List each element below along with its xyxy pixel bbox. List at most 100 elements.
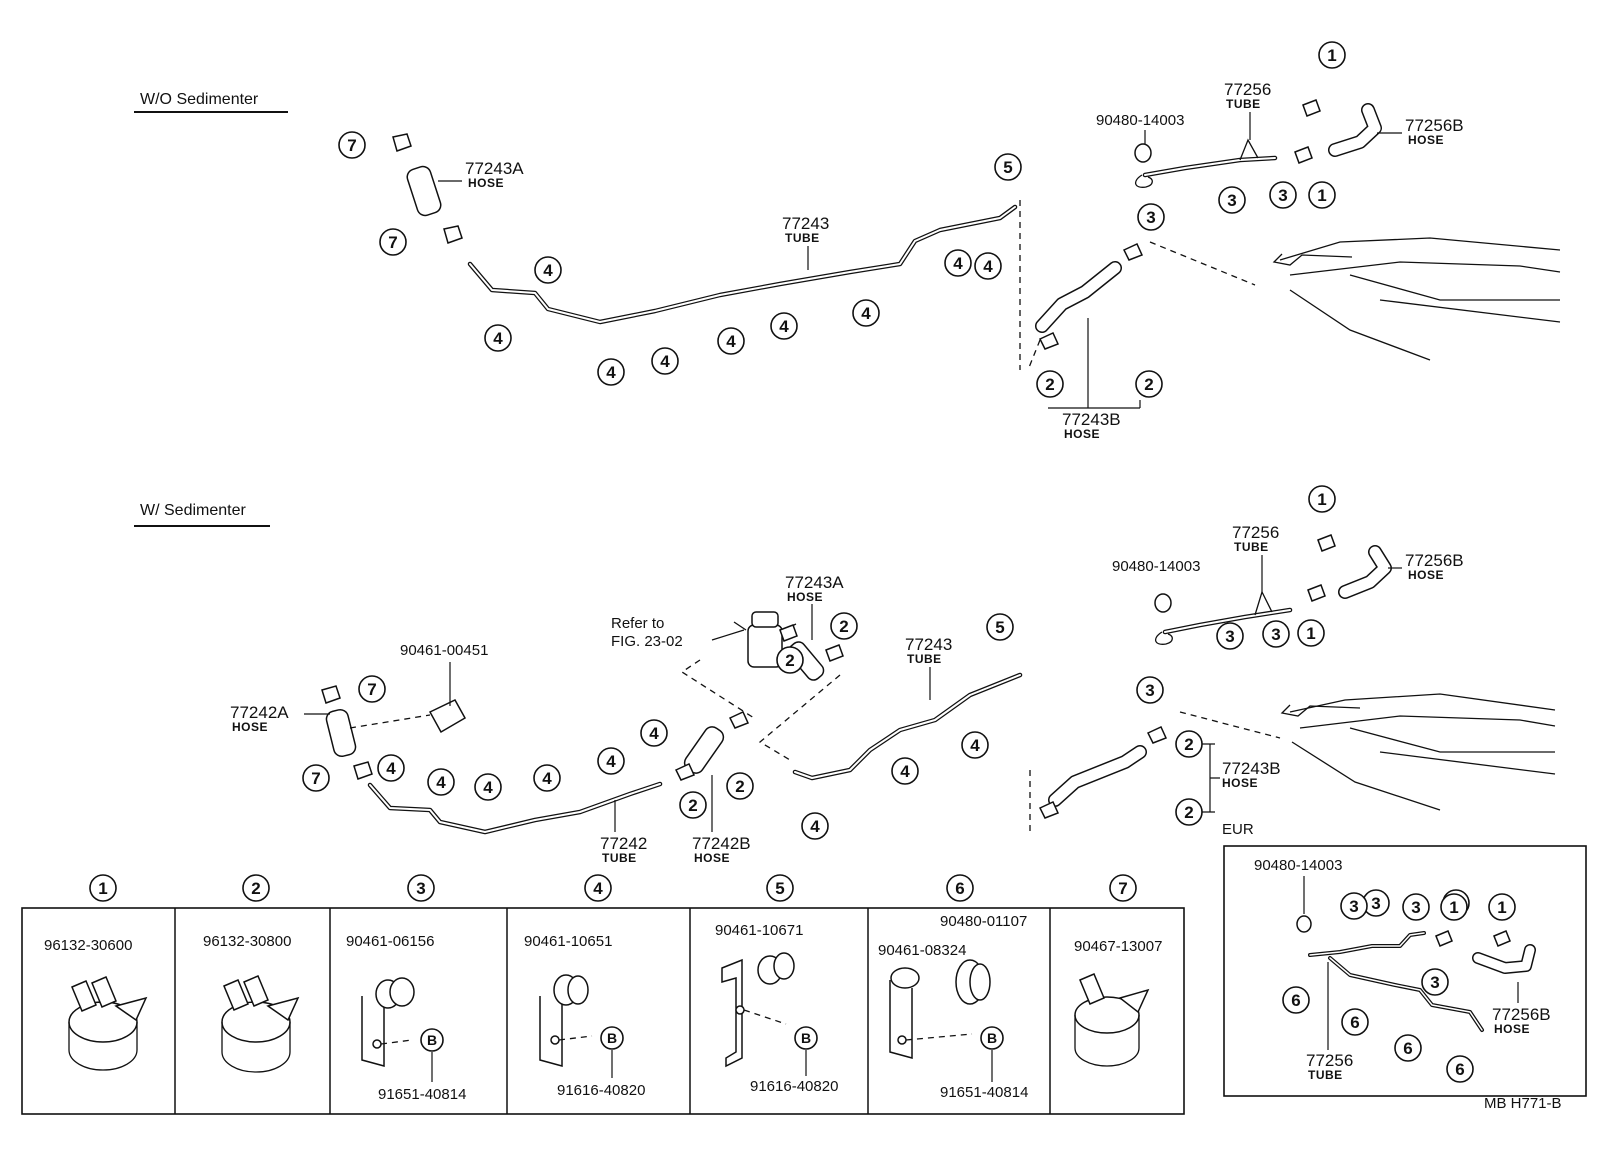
legend-bolt-3: 91651-40814 [378,1086,466,1103]
label-77256-mid: 77256 [1232,523,1279,542]
svg-text:2: 2 [1144,375,1153,394]
svg-text:4: 4 [953,254,963,273]
legend-part-7: 90467-13007 [1074,938,1162,955]
svg-text:B: B [427,1032,437,1048]
label-77243b-top-type: HOSE [1064,427,1100,441]
label-77256-top-type: TUBE [1226,97,1261,111]
callout-4: 4 [770,312,798,340]
label-77243b-top: 77243B [1062,410,1121,429]
clamp-7-lower [443,225,463,244]
callout-6: 6 [1394,1034,1422,1062]
legend-clip-5 [721,952,795,1068]
svg-text:1: 1 [1327,46,1336,65]
svg-text:4: 4 [606,363,616,382]
svg-text:3: 3 [1146,208,1155,227]
legend-clip-3 [361,977,415,1067]
svg-text:4: 4 [779,317,789,336]
legend-header-4: 4 [584,874,612,902]
callout-4: 4 [484,324,512,352]
label-77243a-mid-type: HOSE [787,590,823,604]
callout-3: 3 [1218,186,1246,214]
label-77242a-type: HOSE [232,720,268,734]
legend-clamp-7 [1074,973,1150,1067]
callout-4: 4 [801,812,829,840]
eur-box: 90480-14003 77256B HOSE 77256 TUBE [1223,845,1587,1097]
callout-2: 2 [1036,370,1064,398]
legend-part-3: 90461-06156 [346,933,434,950]
label-9048014003-top: 90480-14003 [1096,112,1184,129]
legend-header-6: 6 [946,874,974,902]
svg-text:5: 5 [995,618,1004,637]
svg-text:4: 4 [649,724,659,743]
section-title-w-sedimenter: W/ Sedimenter [140,502,246,519]
clamp-1-mid-bottom [1307,584,1326,602]
svg-text:4: 4 [593,879,603,898]
callout-7: 7 [379,228,407,256]
svg-text:4: 4 [543,261,553,280]
svg-text:7: 7 [347,136,356,155]
svg-text:3: 3 [1271,625,1280,644]
label-77256b-eur-type: HOSE [1494,1022,1530,1036]
callout-1: 1 [1308,485,1336,513]
callout-4: 4 [534,256,562,284]
svg-text:3: 3 [1278,186,1287,205]
callout-2: 2 [726,772,754,800]
svg-text:6: 6 [1403,1039,1412,1058]
clamp-2-mid-e [1038,801,1060,819]
callout-4: 4 [852,299,880,327]
svg-text:4: 4 [660,352,670,371]
svg-text:3: 3 [1430,973,1439,992]
svg-text:2: 2 [251,879,260,898]
hose-77243a [406,165,442,217]
clamp-2-left [1038,332,1060,350]
callout-2: 2 [830,612,858,640]
callout-4: 4 [974,252,1002,280]
callout-4: 4 [640,719,668,747]
label-77242b-type: HOSE [694,851,730,865]
label-77243a: 77243A [465,159,524,178]
callout-5: 5 [986,613,1014,641]
callout-4: 4 [961,731,989,759]
legend-table: 96132-30600 96132-30800 90461-06156 9165… [21,907,1185,1115]
label-77242: 77242 [600,834,647,853]
clamp-7-lower-mid [353,761,373,780]
clamp-9046100451 [428,699,467,734]
label-77243a-mid: 77243A [785,573,844,592]
svg-text:7: 7 [1118,879,1127,898]
refer-line-1: Refer to [611,615,664,632]
bushing-9048014003-mid [1154,593,1172,613]
svg-text:B: B [607,1030,617,1046]
svg-text:1: 1 [1317,186,1326,205]
label-9048014003-eur: 90480-14003 [1254,857,1342,874]
section-wo-sedimenter: W/O Sedimenter 77243A HOSE 77243 TUBE 77… [134,80,1561,441]
eur-title: EUR [1222,821,1254,838]
legend-part-1: 96132-30600 [44,937,132,954]
fuel-tank-sketch-mid [1280,693,1556,811]
clamp-1-mid-top [1317,534,1336,552]
svg-text:4: 4 [606,752,616,771]
legend-clip-6 [889,959,991,1059]
callout-6: 6 [1282,986,1310,1014]
callout-2: 2 [776,646,804,674]
svg-text:4: 4 [542,769,552,788]
svg-text:1: 1 [1449,898,1458,917]
bolt-b-marker: B [420,1028,444,1052]
legend-header-5: 5 [766,874,794,902]
svg-text:2: 2 [1184,735,1193,754]
legend-part2-6: 90480-01107 [940,913,1027,930]
label-77256b-top-type: HOSE [1408,133,1444,147]
legend-part-6: 90461-08324 [878,942,966,959]
callout-5: 5 [994,153,1022,181]
label-77243b-mid: 77243B [1222,759,1281,778]
legend-header-2: 2 [242,874,270,902]
label-9048014003-mid: 90480-14003 [1112,558,1200,575]
clamp-2-mid-f [1146,726,1168,744]
svg-text:3: 3 [1225,627,1234,646]
svg-text:2: 2 [1184,803,1193,822]
svg-text:6: 6 [955,879,964,898]
clamp-2-mid-a [674,763,696,781]
clamp-1-top [1302,99,1321,117]
svg-text:4: 4 [386,759,396,778]
svg-text:6: 6 [1291,991,1300,1010]
callout-4: 4 [891,757,919,785]
